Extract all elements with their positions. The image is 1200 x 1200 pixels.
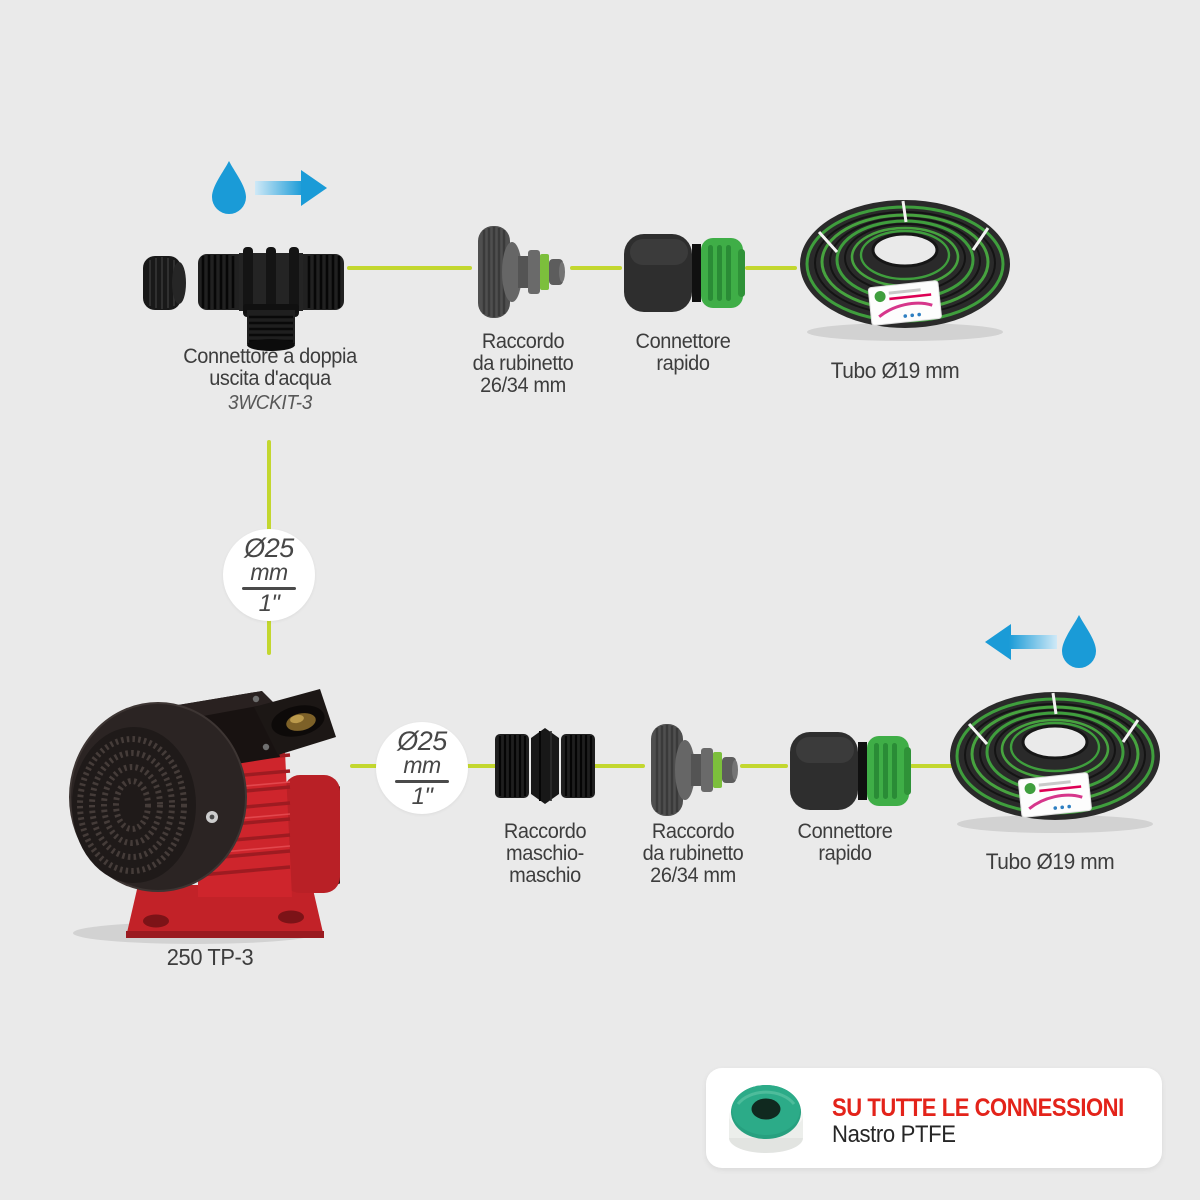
tap-connector-top-label: Raccordo da rubinetto 26/34 mm: [472, 330, 574, 397]
flow-line-bottom-4: [910, 764, 955, 768]
tap-connector-top-image: [478, 226, 565, 318]
tap-connector-bottom-image: [651, 724, 738, 816]
flow-line-top-1: [347, 266, 472, 270]
flow-line-bottom-3: [740, 764, 788, 768]
pump-model-label: 250 TP-3: [166, 944, 254, 970]
pump-image: [69, 689, 340, 944]
t-connector-label-line1: Connettore a doppia: [183, 345, 357, 368]
flow-line-bottom-2: [593, 764, 645, 768]
hose-coil-top-image: [800, 200, 1010, 341]
hose-bottom-label: Tubo Ø19 mm: [985, 849, 1115, 874]
note-box: SU TUTTE LE CONNESSIONI Nastro PTFE: [706, 1068, 1162, 1168]
water-drop-arrow-right-icon: [212, 161, 327, 214]
water-drop-arrow-left-icon: [985, 615, 1096, 668]
t-connector-label-line2: uscita d'acqua: [209, 367, 331, 390]
size-badge-vertical: Ø25 mm 1": [223, 529, 315, 621]
badge-divider: [242, 586, 296, 590]
quick-connector-top-label: Connettore rapido: [635, 330, 731, 375]
male-male-fitting-image: [495, 728, 595, 804]
hose-top-label: Tubo Ø19 mm: [830, 358, 960, 383]
badge-divider: [395, 779, 449, 783]
male-male-label: Raccordo maschio- maschio: [503, 820, 587, 887]
t-connector-code: 3WCKIT-3: [228, 392, 312, 414]
flow-line-top-3: [745, 266, 797, 270]
quick-connector-top-image: [624, 234, 745, 312]
flow-line-top-2: [570, 266, 622, 270]
hose-coil-bottom-image: [950, 692, 1160, 833]
quick-connector-bottom-image: [790, 732, 911, 810]
t-connector-label: Connettore a doppia uscita d'acqua 3WCKI…: [183, 345, 357, 415]
ptfe-tape-roll-icon: [729, 1085, 803, 1153]
quick-connector-bottom-label: Connettore rapido: [797, 820, 893, 865]
tap-connector-bottom-label: Raccordo da rubinetto 26/34 mm: [642, 820, 744, 887]
note-title: SU TUTTE LE CONNESSIONI: [832, 1094, 1124, 1122]
t-connector-image: [143, 247, 344, 351]
size-badge-horizontal: Ø25 mm 1": [376, 722, 468, 814]
note-subtitle: Nastro PTFE: [832, 1121, 956, 1148]
